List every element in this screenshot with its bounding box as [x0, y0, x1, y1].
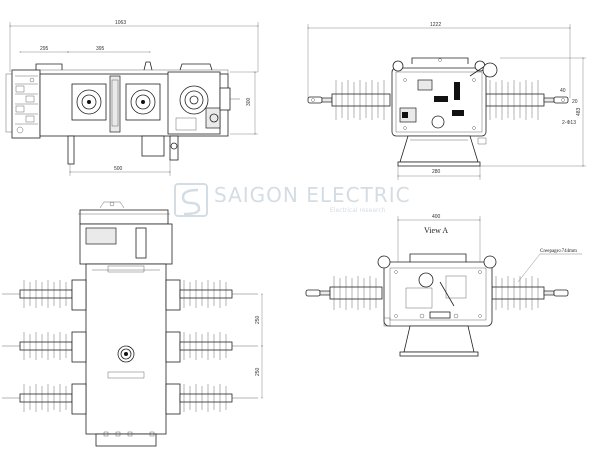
top-dim-spacing-1: 250 — [255, 315, 261, 324]
side-dim-terminal-b: 20 — [572, 99, 578, 105]
watermark-brand: SAIGON ELECTRIC — [214, 183, 411, 207]
side-dim-holes: 2-Φ13 — [562, 120, 576, 126]
watermark-logo-icon — [174, 183, 208, 217]
viewa-creepage: Creepage≥744mm — [540, 249, 577, 254]
side-dim-base: 280 — [432, 169, 441, 175]
front-dim-base: 500 — [114, 166, 123, 172]
top-view-left-insulators — [2, 279, 87, 415]
viewa-dim-width: 400 — [432, 214, 441, 220]
side-dim-overall: 1222 — [430, 22, 441, 28]
watermark-tagline: Electrical research — [330, 207, 386, 214]
front-dim-overall: 1063 — [115, 20, 126, 26]
front-view: 1063 295 395 — [5, 20, 259, 176]
view-a: 400 View A Creepage≥744mm — [305, 214, 582, 357]
side-dim-height: 483 — [576, 107, 582, 116]
side-dim-terminal-a: 40 — [560, 88, 566, 94]
top-dim-spacing-2: 250 — [255, 367, 261, 376]
front-dim-mid: 395 — [96, 46, 105, 52]
top-view: 250 250 — [2, 201, 263, 447]
side-view: 1222 40 20 2-Φ13 — [307, 22, 586, 180]
front-dim-left: 295 — [40, 46, 49, 52]
front-dim-height: 300 — [246, 97, 252, 106]
top-view-right-insulators — [165, 279, 258, 415]
watermark: SAIGON ELECTRIC Electrical research — [174, 183, 411, 217]
viewa-label: View A — [424, 226, 448, 235]
